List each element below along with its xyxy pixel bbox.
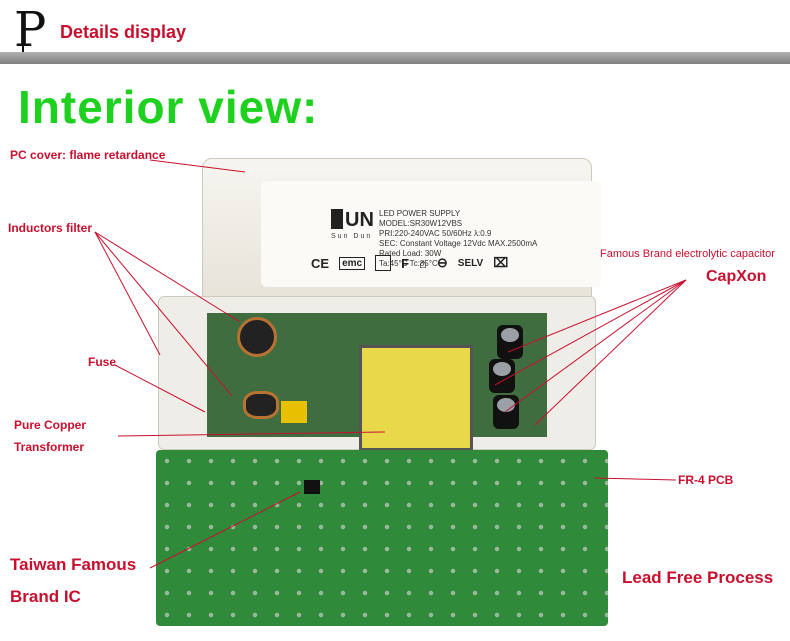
pcb-bottom <box>156 450 608 626</box>
pc-cover: UN Sun Dun LED POWER SUPPLY MODEL:SR30W1… <box>202 158 601 308</box>
spec-line: Rated Load: 30W <box>379 249 442 258</box>
house-icon: ⌂ <box>419 255 427 271</box>
label-capacitor-brand: CapXon <box>706 268 767 285</box>
label-pcb: FR-4 PCB <box>678 473 734 487</box>
logo-icon: P <box>14 2 47 58</box>
solder-pads <box>156 450 608 626</box>
double-insulation-icon <box>375 255 392 271</box>
open-housing <box>158 296 596 451</box>
label-capacitor-title: Famous Brand electrolytic capacitor <box>600 248 775 260</box>
product-photo: UN Sun Dun LED POWER SUPPLY MODEL:SR30W1… <box>150 150 610 630</box>
label-ic-2: Brand IC <box>10 587 81 606</box>
brand-sub: Sun Dun <box>331 233 373 240</box>
spec-line: MODEL:SR30W12VBS <box>379 219 463 228</box>
label-ic-1: Taiwan Famous <box>10 555 137 574</box>
capacitor-icon <box>493 395 519 429</box>
spec-line: PRI:220-240VAC 50/60Hz λ:0.9 <box>379 229 492 238</box>
header-title: Details display <box>60 22 187 42</box>
inductor-icon <box>243 391 279 419</box>
header: P Details display <box>0 0 790 64</box>
transformer-icon: ⊖ <box>436 255 448 270</box>
brand-icon <box>331 209 343 229</box>
capacitor-icon <box>497 325 523 359</box>
product-label: UN Sun Dun LED POWER SUPPLY MODEL:SR30W1… <box>261 181 601 287</box>
filter-capacitor-icon <box>281 401 307 423</box>
cert-row: CE emc F ⌂ ⊖ SELV ⌧ <box>311 255 508 271</box>
spec-line: LED POWER SUPPLY <box>379 209 461 218</box>
label-fuse: Fuse <box>88 355 117 369</box>
pcb-top <box>207 313 547 451</box>
capacitor-icon <box>489 359 515 393</box>
page-title: Interior view: <box>18 81 319 133</box>
ce-mark: CE <box>311 255 330 271</box>
label-lead-free: Lead Free Process <box>622 568 774 587</box>
transformer-icon <box>359 345 473 451</box>
spec-line: SEC: Constant Voltage 12Vdc MAX.2500mA <box>379 239 538 248</box>
f-mark: F <box>401 255 410 271</box>
brand-logo: UN Sun Dun <box>331 209 374 240</box>
label-inductors: Inductors filter <box>8 221 93 235</box>
emc-mark: emc <box>339 256 366 270</box>
inductor-icon <box>237 317 277 357</box>
label-pc-cover: PC cover: flame retardance <box>10 148 166 162</box>
ic-chip-icon <box>304 480 320 494</box>
bin-icon: ⌧ <box>493 255 509 270</box>
spec-text: LED POWER SUPPLY MODEL:SR30W12VBS PRI:22… <box>379 209 537 269</box>
label-transformer-1: Pure Copper <box>14 418 87 432</box>
brand-name: UN <box>345 209 374 231</box>
header-bar <box>0 52 790 64</box>
spec-line: Ta:45°C Tc:85°C <box>379 259 438 268</box>
label-transformer-2: Transformer <box>14 440 85 454</box>
selv-mark: SELV <box>457 257 484 269</box>
